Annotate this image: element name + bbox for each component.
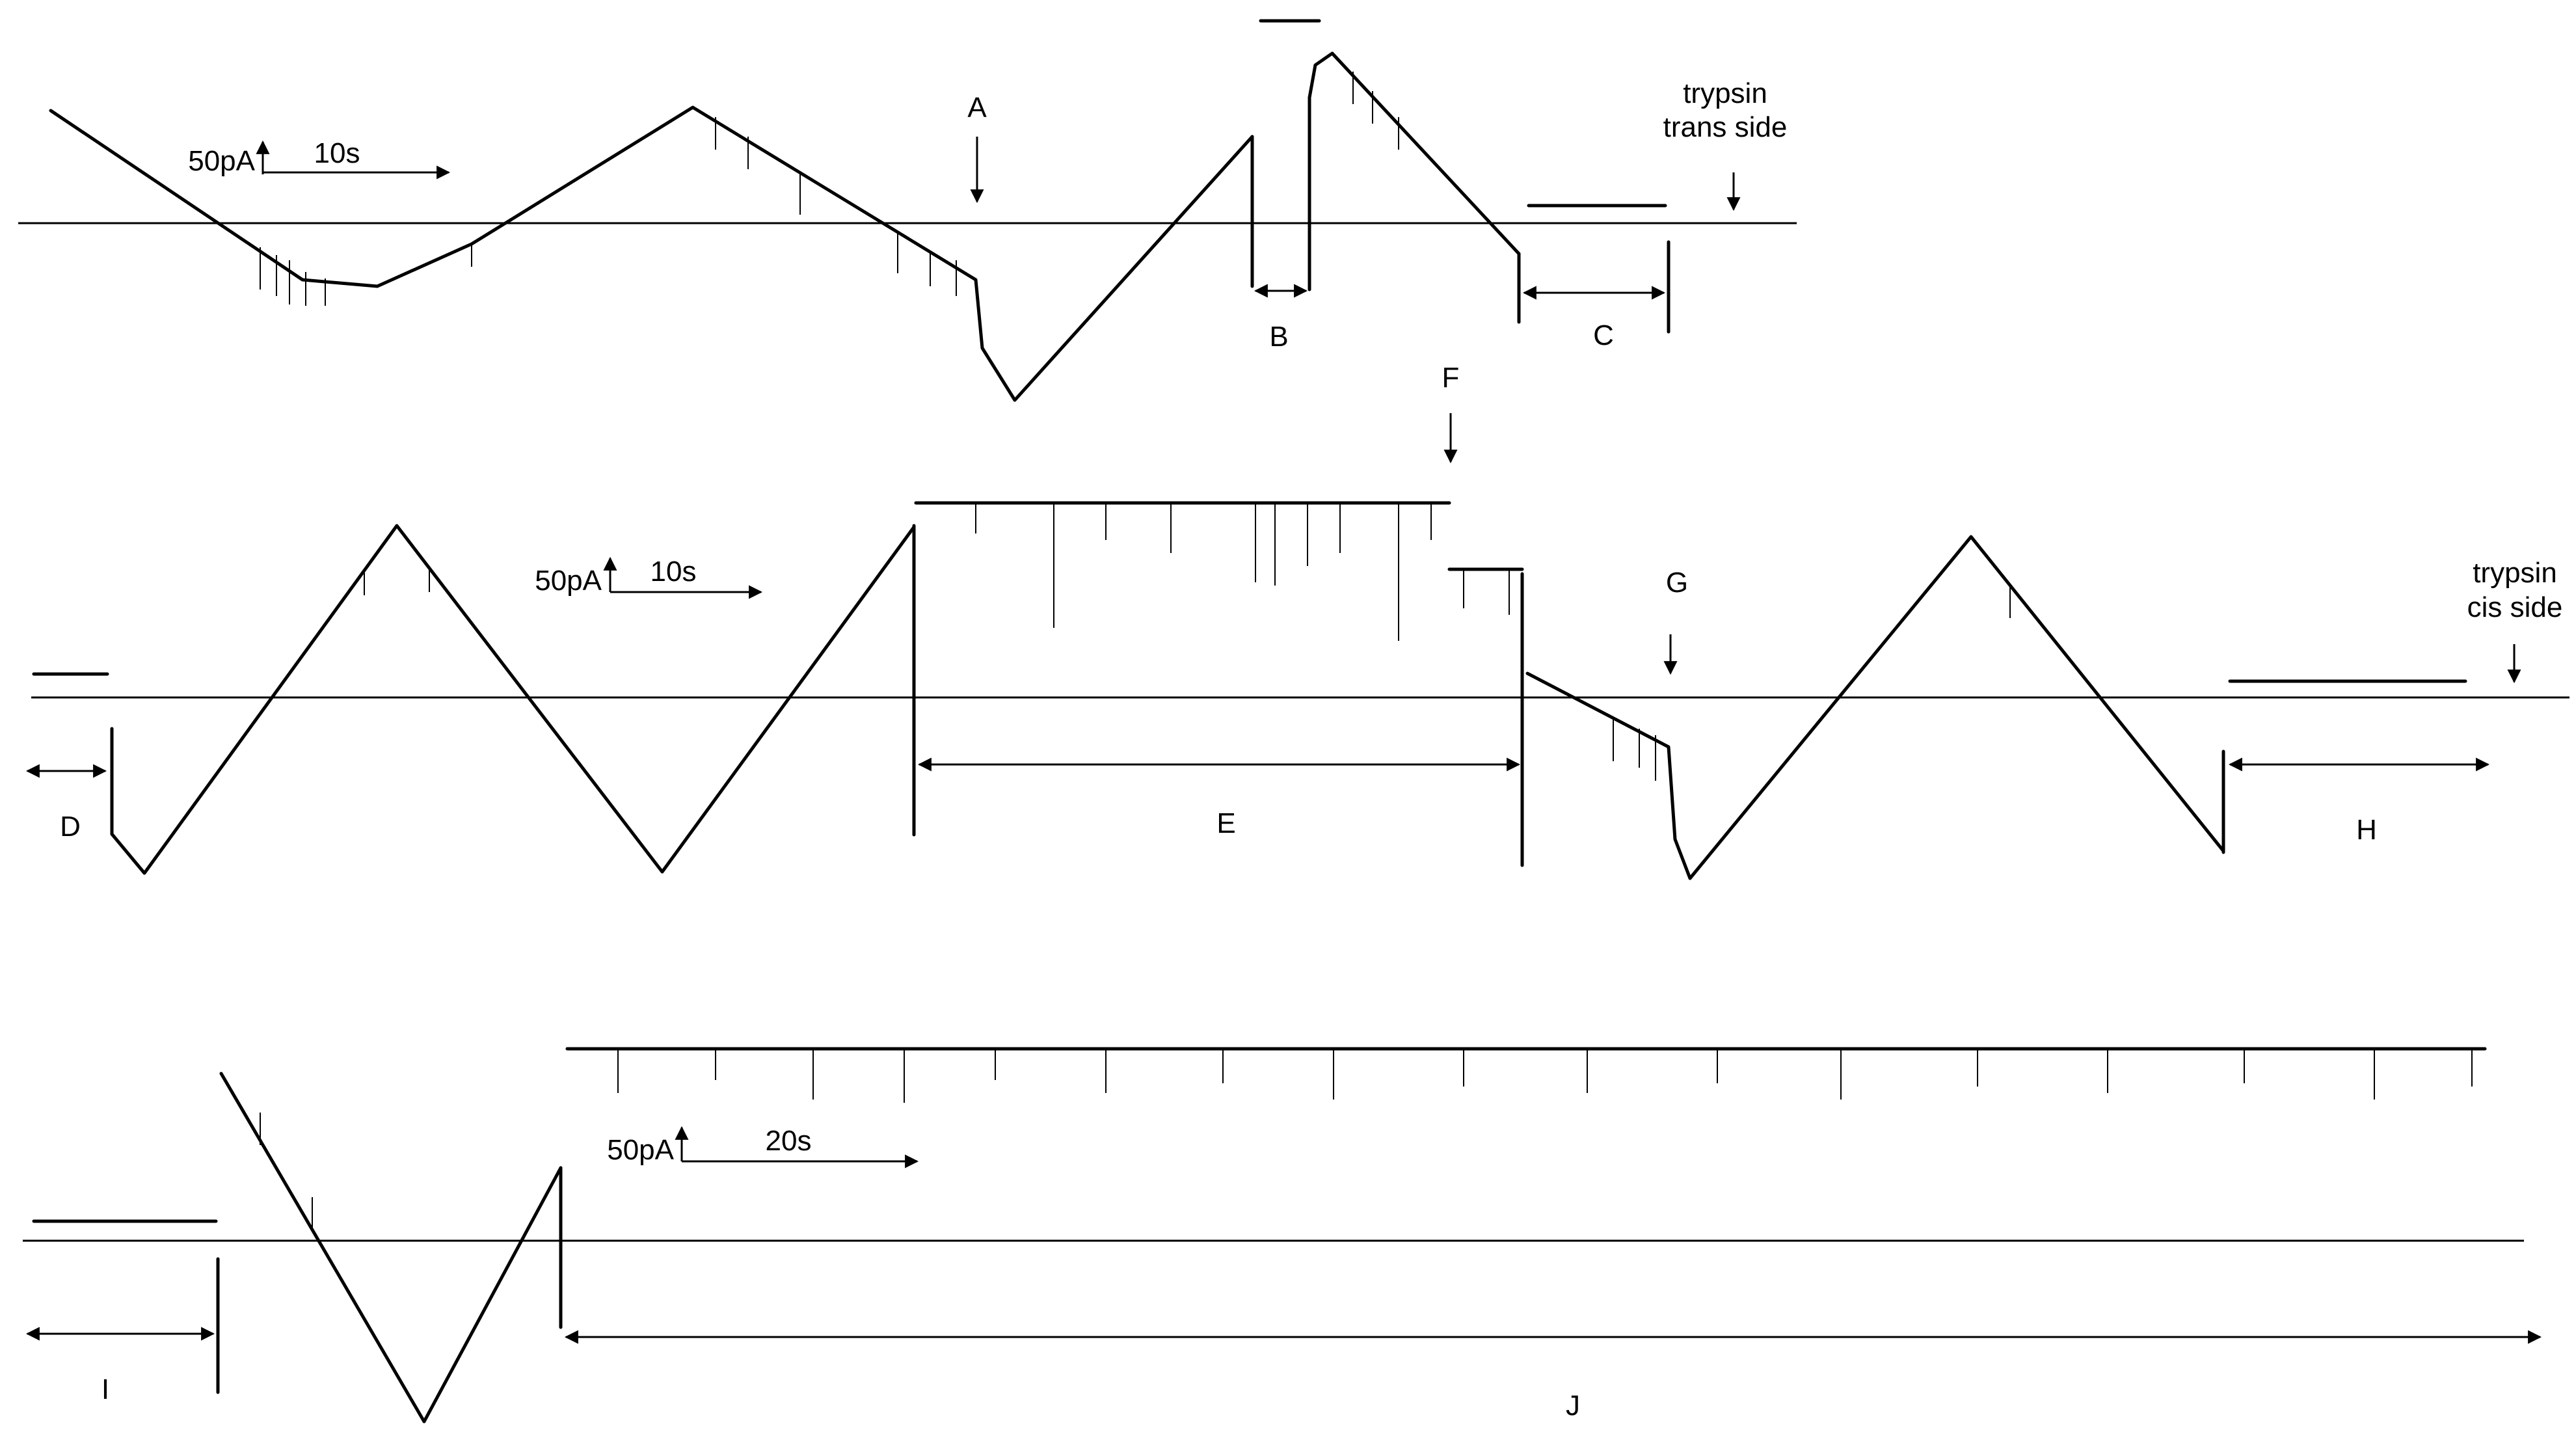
noise-top [260,72,1399,306]
noise-middle [364,503,2011,781]
annotation-trans-line-2: trans side [1663,111,1788,143]
marker-label-d: D [60,811,81,843]
marker-label-g: G [1666,567,1688,599]
scale-bar-top: 50pA 10s [188,137,451,180]
scale-current-middle: 50pA [535,565,602,597]
panel-middle: 50pA 10s D E F G H trypsin cis side [25,362,2569,880]
marker-label-e: E [1216,807,1235,839]
marker-label-h: H [2356,814,2377,846]
trace-top-segment-1 [49,105,1254,402]
marker-c: C [1522,286,1666,351]
annotation-trypsin-trans: trypsin trans side [1663,77,1788,211]
trace-middle-segment-2 [1525,535,2225,880]
marker-label-a: A [967,92,987,124]
annotation-cis-line-1: trypsin [2473,557,2557,589]
annotation-cis-line-2: cis side [2467,591,2563,623]
trace-top-segment-2 [1308,51,1521,256]
marker-a: A [967,92,987,204]
scale-time-middle: 10s [651,556,697,588]
marker-label-i: I [101,1373,109,1405]
scale-time-bottom: 20s [766,1125,812,1157]
trace-middle-segment-1 [110,524,916,875]
marker-b: B [1254,284,1308,353]
marker-label-c: C [1593,319,1614,351]
marker-d: D [25,764,107,843]
marker-label-j: J [1566,1390,1580,1422]
noise-bottom [260,1049,2473,1230]
trace-bottom-segment-1 [219,1072,563,1424]
marker-f: F [1442,362,1460,464]
annotation-trypsin-cis: trypsin cis side [2467,557,2563,684]
scale-bar-bottom: 50pA 20s [607,1125,919,1169]
scale-time-top: 10s [314,137,360,169]
marker-g: G [1663,567,1688,675]
marker-j: J [564,1330,2542,1422]
panel-bottom: 50pA 20s I J [23,1047,2542,1424]
annotation-trans-line-1: trypsin [1683,77,1767,109]
scale-bar-middle: 50pA 10s [535,556,763,599]
scale-current-bottom: 50pA [607,1134,674,1166]
scale-current-top: 50pA [188,145,255,177]
marker-i: I [25,1327,215,1405]
marker-label-f: F [1442,362,1460,394]
marker-label-b: B [1269,321,1288,353]
marker-e: E [917,757,1521,839]
marker-h: H [2228,757,2490,846]
panel-top: 50pA 10s A B C trypsin trans side [18,19,1797,402]
